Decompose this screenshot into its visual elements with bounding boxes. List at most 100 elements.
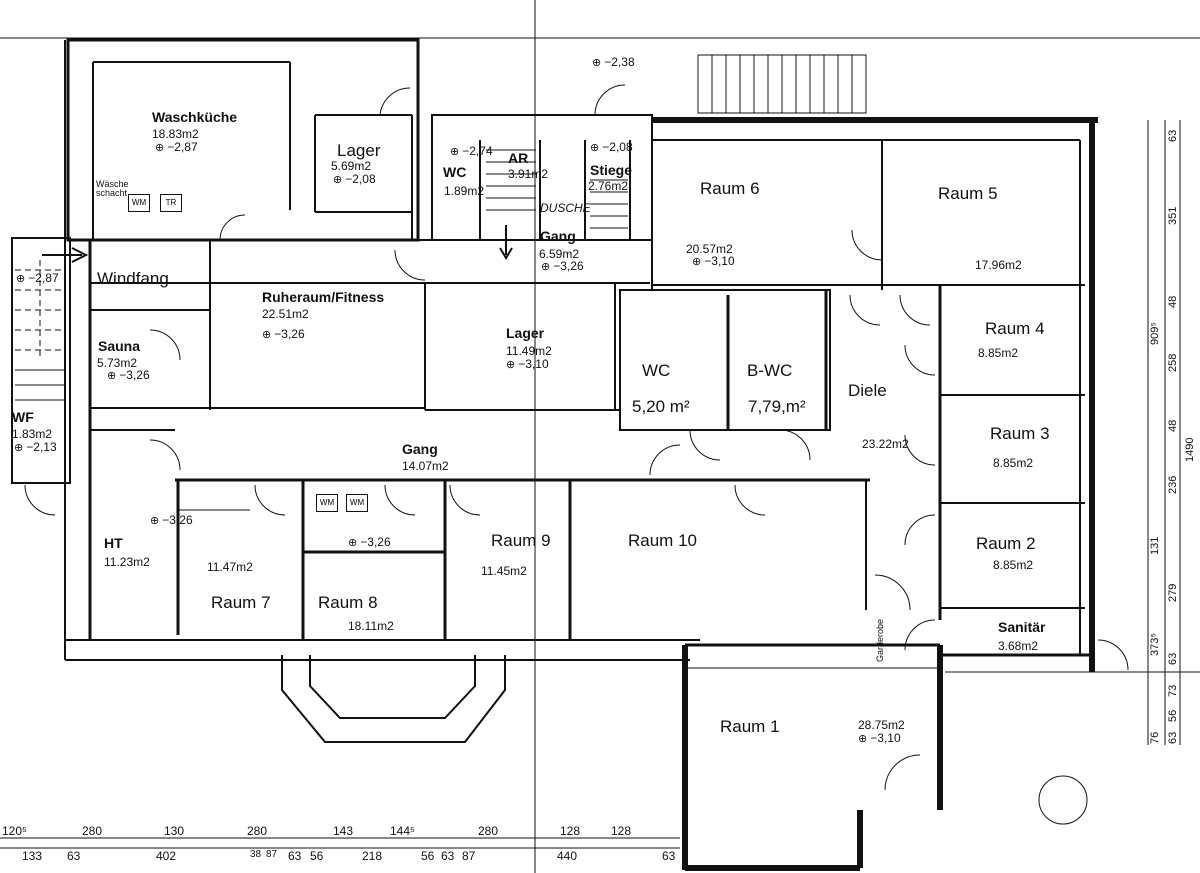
dim-right-7: 279 [1167, 583, 1179, 602]
dim-right-2: 48 [1167, 295, 1179, 308]
room-lager-mid-area: 11.49m2 [506, 344, 552, 358]
room-wf-level: −2,13 [14, 441, 56, 454]
top-level-mark: −2,38 [592, 56, 634, 69]
dim-right-6: 131 [1149, 536, 1161, 555]
dim-right-1: 351 [1167, 206, 1179, 225]
room-raum9-name: Raum 9 [491, 531, 551, 550]
room-raum3-area: 8.85m2 [993, 456, 1034, 470]
room-raum7-area: 11.47m2 [207, 560, 253, 574]
dim-bottom2-4: 87 [266, 849, 278, 860]
room-stiege-area: 2.76m2 [588, 179, 629, 193]
room-wf-name: WF [12, 409, 34, 425]
garderobe-label: Garderobe [875, 618, 885, 662]
dim-bottom2-0: 133 [22, 849, 43, 863]
room-raum4-area: 8.85m2 [978, 346, 1019, 360]
room-ar-area: 3.91m2 [508, 167, 549, 181]
waesche-line1: Wäsche [96, 179, 129, 189]
dim-bottom1-8: 128 [611, 824, 632, 838]
dim-right-3: 258 [1167, 353, 1179, 372]
room-raum3-name: Raum 3 [990, 424, 1050, 443]
room-sauna-name: Sauna [98, 338, 141, 354]
room-ht-name: HT [104, 535, 123, 551]
room-waschkueche-area: 18.83m2 [152, 127, 199, 141]
room-raum6-area: 20.57m2 [686, 242, 733, 256]
room-waschkueche-name: Waschküche [152, 109, 238, 125]
washing-machine-icon-3: WM [346, 494, 368, 512]
room-wc-top-level: −2,74 [450, 145, 492, 158]
room-sauna-level: −3,26 [107, 369, 149, 382]
dryer-icon: TR [160, 194, 182, 212]
dusche-label: DUSCHE [540, 201, 591, 215]
waesche-line2: schacht [96, 188, 128, 198]
room-gang-top-level: −3,26 [541, 260, 583, 273]
dim-bottom2-10: 87 [462, 849, 476, 863]
room-raum1-level: −3,10 [858, 732, 900, 745]
dim-bottom2-5: 63 [288, 849, 302, 863]
room-raum6-level: −3,10 [692, 255, 734, 268]
room-stiege-level: −2,08 [590, 141, 632, 154]
room-raum2-name: Raum 2 [976, 534, 1036, 553]
room-ruheraum-level: −3,26 [262, 328, 304, 341]
room-raum1-area: 28.75m2 [858, 718, 905, 732]
room-raum2-area: 8.85m2 [993, 558, 1034, 572]
dim-bottom1-5: 144⁵ [390, 824, 415, 838]
washing-machine-icon-2: WM [316, 494, 338, 512]
room-raum5-name: Raum 5 [938, 184, 998, 203]
room-lager-top-area: 5.69m2 [331, 159, 372, 173]
dim-right-0: 63 [1167, 129, 1179, 142]
room-raum8-name: Raum 8 [318, 593, 378, 612]
dim-bottom2-6: 56 [310, 849, 324, 863]
room-waschkueche-level: −2,87 [155, 141, 197, 154]
dim-bottom2-3: 38 [250, 849, 262, 860]
room-wc-top-name: WC [443, 164, 467, 180]
room-ar-name: AR [508, 150, 529, 166]
room-raum5-area: 17.96m2 [975, 258, 1022, 272]
room-bwc-name: B-WC [747, 361, 793, 380]
dim-right-8: 373⁵ [1149, 633, 1161, 656]
dim-bottom1-7: 128 [560, 824, 581, 838]
dim-right-4: 48 [1167, 419, 1179, 432]
room-raum6-name: Raum 6 [700, 179, 760, 198]
room-sanitaer-name: Sanitär [998, 619, 1046, 635]
room-ht-area: 11.23m2 [104, 555, 150, 569]
room-ruheraum-area: 22.51m2 [262, 307, 309, 321]
dim-bottom1-6: 280 [478, 824, 499, 838]
dim-bottom1-2: 130 [164, 824, 185, 838]
room-stiege-name: Stiege [590, 162, 633, 178]
room-ht-level: −3,26 [150, 514, 192, 527]
room-lager-top-name: Lager [337, 141, 381, 160]
dim-bottom1-3: 280 [247, 824, 268, 838]
dim-right-12: 63 [1167, 731, 1179, 744]
dim-bottom2-11: 440 [557, 849, 578, 863]
room-raum8-area: 18.11m2 [348, 619, 394, 633]
dim-bottom2-9: 63 [441, 849, 455, 863]
room-raum8-level: −3,26 [348, 536, 390, 549]
dim-bottom2-1: 63 [67, 849, 81, 863]
dim-bottom2-7: 218 [362, 849, 383, 863]
room-sanitaer-area: 3.68m2 [998, 639, 1039, 653]
room-raum7-name: Raum 7 [211, 593, 271, 612]
washing-machine-icon: WM [128, 194, 150, 212]
room-raum4-name: Raum 4 [985, 319, 1045, 338]
room-sauna-area: 5.73m2 [97, 356, 138, 370]
room-gang-top-area: 6.59m2 [539, 247, 580, 261]
room-ruheraum-name: Ruheraum/Fitness [262, 289, 385, 305]
room-raum1-name: Raum 1 [720, 717, 780, 736]
room-gang-mid-area: 14.07m2 [402, 459, 449, 473]
dim-right-total1: 909⁵ [1149, 322, 1161, 345]
room-wc-mid-name: WC [642, 361, 671, 380]
dim-bottom2-12: 63 [662, 849, 676, 863]
room-diele-area: 23.22m2 [862, 437, 909, 451]
dim-right-11: 56 [1167, 709, 1179, 722]
dim-bottom1-0: 120⁵ [2, 824, 27, 838]
dim-right-5: 236 [1167, 475, 1179, 494]
room-raum10-name: Raum 10 [628, 531, 697, 550]
room-raum9-area: 11.45m2 [481, 564, 527, 578]
room-lager-top-level: −2,08 [333, 173, 375, 186]
dim-bottom2-8: 56 [421, 849, 435, 863]
room-gang-top-name: Gang [540, 228, 576, 244]
dim-right-10: 73 [1167, 684, 1179, 697]
dim-bottom1-4: 143 [333, 824, 354, 838]
dim-right-13: 76 [1149, 731, 1161, 744]
